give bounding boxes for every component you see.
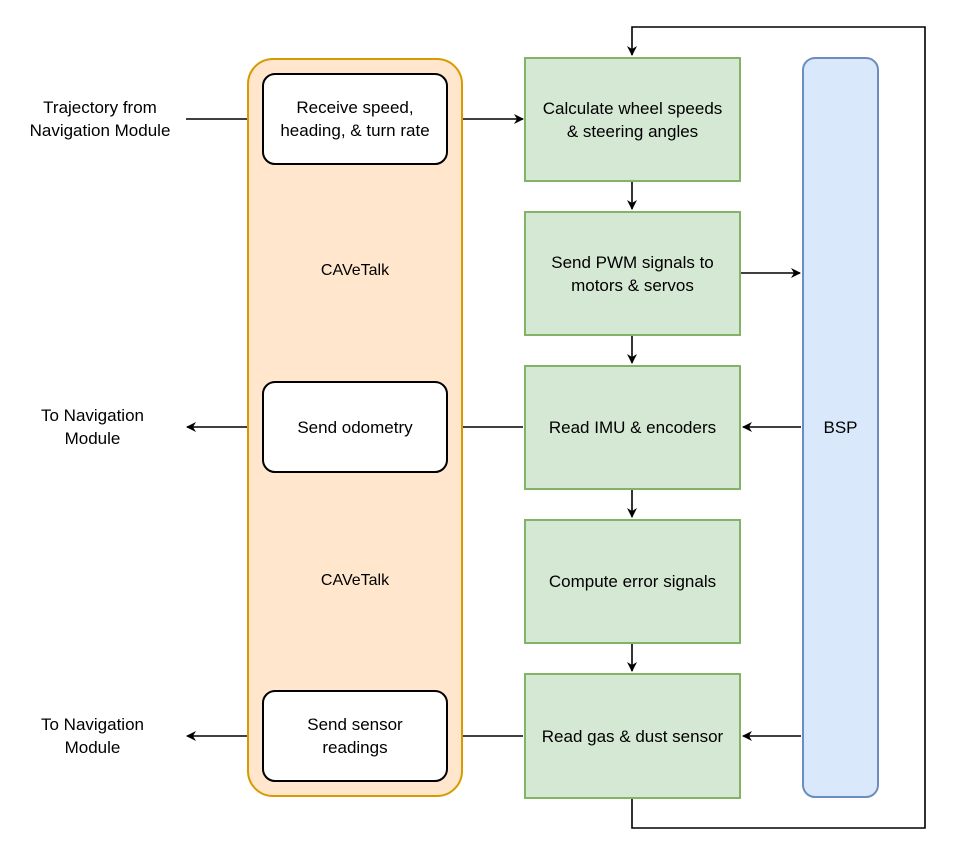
odometry-destination-label: To Navigation Module xyxy=(40,406,144,448)
bsp-box: BSP xyxy=(802,57,879,798)
send-odometry-box: Send odometry xyxy=(262,381,448,473)
sensor-destination-label: To Navigation Module xyxy=(40,715,144,757)
cavetalk-label-top: CAVeTalk xyxy=(320,262,390,279)
send-sensor-box: Send sensor readings xyxy=(262,690,448,782)
compute-error-box: Compute error signals xyxy=(524,519,741,644)
cavetalk-label-bottom: CAVeTalk xyxy=(320,572,390,589)
trajectory-input-label: Trajectory from Navigation Module xyxy=(29,98,171,140)
send-pwm-box: Send PWM signals to motors & servos xyxy=(524,211,741,336)
read-imu-box: Read IMU & encoders xyxy=(524,365,741,490)
receive-speed-box: Receive speed, heading, & turn rate xyxy=(262,73,448,165)
loop-back-arrow xyxy=(627,26,926,829)
read-gas-box: Read gas & dust sensor xyxy=(524,673,741,799)
calculate-wheel-speeds-box: Calculate wheel speeds & steering angles xyxy=(524,57,741,182)
